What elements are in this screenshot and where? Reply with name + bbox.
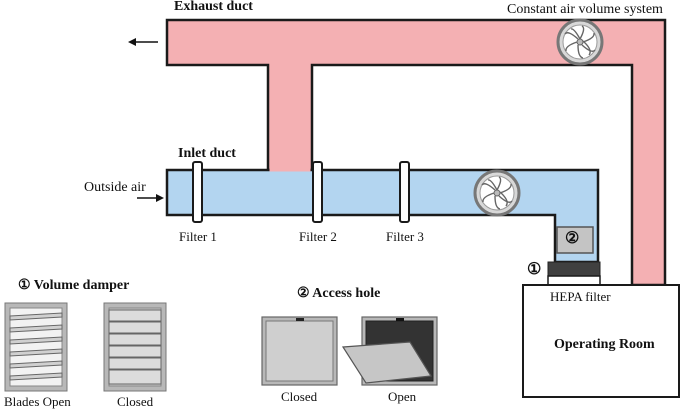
filter-1 xyxy=(192,161,203,223)
access-hole-legend-title: ② Access hole xyxy=(297,286,381,301)
hepa-filter-label: HEPA filter xyxy=(550,289,611,304)
blades-open-label: Blades Open xyxy=(4,394,71,409)
exhaust-arrow xyxy=(128,38,158,46)
outside-air-label: Outside air xyxy=(84,180,146,195)
exhaust-fan-icon xyxy=(556,18,604,66)
exhaust-duct-label: Exhaust duct xyxy=(174,0,253,14)
damper-closed-label: Closed xyxy=(117,394,154,409)
hepa-filter xyxy=(547,275,601,286)
outside-air-arrow xyxy=(137,194,164,202)
operating-room-label: Operating Room xyxy=(554,337,655,352)
filter-2-label: Filter 2 xyxy=(299,229,337,244)
volume-damper-legend-title: ① Volume damper xyxy=(18,278,130,293)
marker-2: ② xyxy=(565,230,580,247)
damper-closed-icon xyxy=(103,302,167,392)
access-hole-panel xyxy=(556,226,594,254)
exhaust-duct xyxy=(165,18,667,287)
access-open-icon xyxy=(341,316,438,386)
filter-1-label: Filter 1 xyxy=(179,229,217,244)
filter-2 xyxy=(312,161,323,223)
filter-3 xyxy=(399,161,410,223)
inlet-duct-label: Inlet duct xyxy=(178,146,236,161)
volume-damper-block xyxy=(547,261,601,277)
access-open-label: Open xyxy=(388,389,417,404)
inlet-fan-icon xyxy=(473,169,521,217)
access-closed-icon xyxy=(261,316,338,386)
constant-air-volume-label: Constant air volume system xyxy=(507,2,663,17)
marker-1: ① xyxy=(527,261,542,278)
access-closed-label: Closed xyxy=(281,389,318,404)
operating-room xyxy=(522,284,680,398)
inlet-duct xyxy=(165,168,600,264)
filter-3-label: Filter 3 xyxy=(386,229,424,244)
damper-open-icon xyxy=(4,302,68,392)
